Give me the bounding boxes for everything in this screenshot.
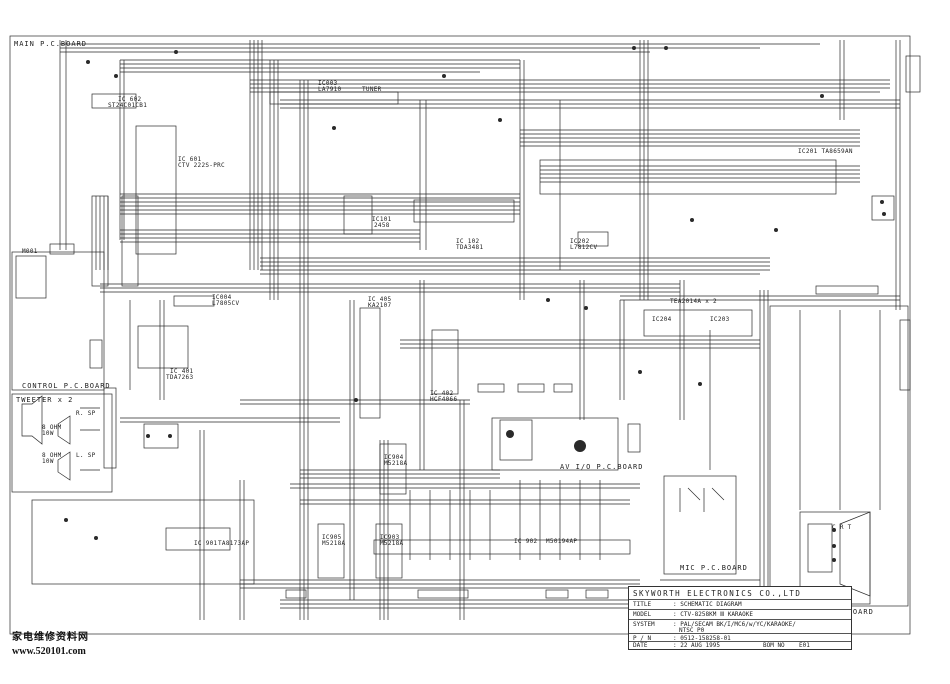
title-label: TITLE [633,601,652,608]
tuner-label: TUNER [362,86,382,93]
ic203-label: IC203 [710,316,730,323]
speaker-board-label: TWEETER x 2 [16,396,74,404]
av-io-board-label: AV I/O P.C.BOARD [560,463,644,471]
ic905-part: M5218A [322,540,346,547]
title-value: : SCHEMATIC DIAGRAM [673,601,742,608]
title-row: TITLE : SCHEMATIC DIAGRAM [629,599,851,610]
control-board-label: CONTROL P.C.BOARD [22,382,111,390]
ic405-label: IC 405 [368,296,392,303]
bom-value: E01 [799,642,810,649]
title-block: SKYWORTH ELECTRONICS CO.,LTD TITLE : SCH… [628,586,852,650]
ic102-label: IC 102 [456,238,480,245]
ic902-label: IC 902 [514,538,538,545]
watermark: 家电维修资料网 www.520101.com [12,628,89,657]
date-value: : 22 AUG 1995 [673,642,720,649]
model-value: : CTV-8258KM Ⅲ KARAOKE [673,611,753,618]
ic602-label: IC 602 [118,96,142,103]
ic903-part: M5218A [380,540,404,547]
model-label: MODEL [633,611,652,618]
crt-label: C R T [832,524,852,531]
ic904-part: M5218A [384,460,408,467]
watermark-chinese: 家电维修资料网 [12,632,89,643]
m001-label: M001 [22,248,38,255]
system-row: SYSTEM : PAL/SECAM BK/I/MC6/w/YC/KARAOKE… [629,619,851,634]
ic201-label: IC201 TA8659AN [798,148,853,155]
pn-label: P / N [633,635,652,642]
speaker-l-ohm: 8 OHM [42,452,62,459]
ic003-part: LA7910 [318,86,342,93]
ic004-label: IC004 [212,294,232,301]
ic401-label: IC 401 [170,368,194,375]
pn-value: : 0512-158258-01 [673,635,731,642]
system-value-2: NTSC P0 [679,627,705,634]
ic902-part: M50194AP [546,538,578,545]
bom-label: BOM NO [763,642,785,649]
tea-label: TEA2014A x 2 [670,298,717,305]
ic101-label: IC101 [372,216,392,223]
ic202-label: IC202 [570,238,590,245]
date-label: DATE [633,642,648,649]
ic905-label: IC905 [322,534,342,541]
mic-board-label: MIC P.C.BOARD [680,564,748,572]
ic402-label: IC 402 [430,390,454,397]
ic204-label: IC204 [652,316,672,323]
ic901-label: IC 901 [194,540,218,547]
pn-row: P / N : 0512-158258-01 [629,633,851,644]
speaker-r-ohm: 8 OHM [42,424,62,431]
speaker-r-watt: 10W [42,430,54,437]
ic402-part: HCF4066 [430,396,458,403]
ic102-part: TDA3481 [456,244,484,251]
model-row: MODEL : CTV-8258KM Ⅲ KARAOKE [629,609,851,620]
ic202-part: L7812CV [570,244,598,251]
speaker-l-watt: 10W [42,458,54,465]
speaker-l-label: L. SP [76,452,96,459]
watermark-url: www.520101.com [12,646,86,657]
ic405-part: KA2107 [368,302,392,309]
system-label: SYSTEM [633,621,655,628]
ic904-label: IC904 [384,454,404,461]
ic601-part: CTV 222S-PRC [178,162,225,169]
system-value: : PAL/SECAM BK/I/MC6/w/YC/KARAOKE/ [673,621,796,628]
ic003-label: IC003 [318,80,338,87]
company-name: SKYWORTH ELECTRONICS CO.,LTD [633,589,802,598]
main-board-label: MAIN P.C.BOARD [14,40,88,48]
ic601-label: IC 601 [178,156,202,163]
ic004-part: L7805CV [212,300,240,307]
ic903-label: IC903 [380,534,400,541]
ic901-part: TA8173AP [218,540,250,547]
ic401-part: TDA7263 [166,374,194,381]
speaker-r-label: R. SP [76,410,96,417]
ic101-part: 2458 [374,222,390,229]
date-row: DATE : 22 AUG 1995 BOM NO E01 [629,641,851,650]
ic602-part: ST24C01CB1 [108,102,148,109]
